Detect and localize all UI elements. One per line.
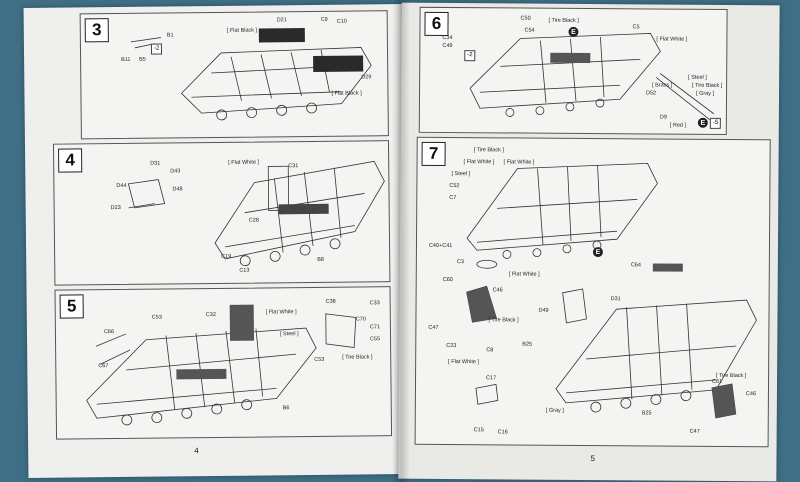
part-label: C71 xyxy=(369,324,381,331)
step-7-panel: 7 xyxy=(414,136,771,448)
part-label: C49 xyxy=(442,42,453,50)
part-label: B25 xyxy=(522,341,533,348)
part-label: C54 xyxy=(524,27,535,34)
paint-callout: [ Brass ] xyxy=(652,82,673,89)
paint-callout: [ Tire Black ] xyxy=(548,17,579,24)
paint-callout: [ Flat White ] xyxy=(448,359,480,366)
paint-callout: [ Tire Black ] xyxy=(716,372,747,380)
part-label: C34 xyxy=(442,34,453,42)
part-label: D23 xyxy=(110,204,121,212)
part-label: C46 xyxy=(745,391,757,398)
paint-callout: [ Gray ] xyxy=(696,90,715,97)
page-number: 5 xyxy=(590,454,595,464)
part-label: C13 xyxy=(239,267,250,274)
part-label: D21 xyxy=(276,17,287,24)
part-label: D29 xyxy=(361,74,372,81)
paint-callout: [ Flat White ] xyxy=(503,159,535,166)
part-label: B25 xyxy=(641,410,652,417)
paint-callout: [ Steel ] xyxy=(279,331,299,338)
part-label: C47 xyxy=(428,324,439,331)
part-label: C10 xyxy=(336,18,347,25)
part-label: D44 xyxy=(116,182,127,190)
book-spine-shadow xyxy=(392,0,410,482)
part-label: D52 xyxy=(646,90,657,97)
paint-callout: [ Flat White ] xyxy=(463,159,495,166)
part-label: C28 xyxy=(248,217,259,224)
part-label: C40+C41 xyxy=(428,242,453,250)
part-label: D31 xyxy=(150,160,161,167)
hull-drawing xyxy=(127,160,385,267)
paint-callout: [ Flat Black ] xyxy=(226,27,258,34)
hull-drawing xyxy=(469,33,715,121)
part-label: C19 xyxy=(221,253,232,260)
paint-callout: [ Tire Black ] xyxy=(342,354,373,361)
part-label: B8 xyxy=(317,256,324,263)
part-label: C5 xyxy=(632,24,640,31)
part-label: C60 xyxy=(442,276,453,284)
hull-drawing xyxy=(86,304,357,426)
reference-box: -2 xyxy=(464,50,476,62)
reference-box: -2 xyxy=(150,43,163,55)
step-5-panel: 5 C53 C66 C67 C32 B6 C38 C33 C70 xyxy=(54,286,393,440)
part-label: C53 xyxy=(151,314,162,321)
paint-callout: [ Tire Black ] xyxy=(692,82,723,89)
sub-assembly-badge: E xyxy=(568,26,579,37)
reference-box: -5 xyxy=(709,117,722,129)
hull-drawing xyxy=(466,162,757,419)
paint-callout: [ Flat White ] xyxy=(228,159,260,166)
paint-callout: [ Steel ] xyxy=(451,171,471,178)
right-page: 6 C34 C49 C50 C54 C5 D52 D9 [ Tire Black… xyxy=(398,2,780,482)
part-label: C7 xyxy=(449,195,457,202)
part-label: D43 xyxy=(170,168,181,175)
part-label: B5 xyxy=(139,56,146,63)
part-label: C52 xyxy=(449,183,460,190)
sub-assembly-badge: E xyxy=(592,247,603,258)
part-label: D31 xyxy=(610,296,621,303)
paint-callout: [ Steel ] xyxy=(688,74,707,81)
paint-callout: [ Tire Black ] xyxy=(488,317,519,324)
paint-callout: [ Tire Black ] xyxy=(473,147,504,154)
step-3-panel: 3 B1 B11 B5 D21 D29 C9 C10 [ Flat Bl xyxy=(79,10,389,140)
part-label: C66 xyxy=(103,329,115,336)
part-label: C3 xyxy=(456,259,464,266)
part-label: C17 xyxy=(486,375,497,382)
part-label: C15 xyxy=(473,427,484,434)
part-label: C70 xyxy=(355,316,366,323)
paint-callout: [ Flat White ] xyxy=(265,309,297,316)
paint-callout: [ Red ] xyxy=(669,122,687,129)
left-page: 3 B1 B11 B5 D21 D29 C9 C10 [ Flat Bl xyxy=(23,4,407,478)
part-label: D9 xyxy=(659,114,667,121)
part-label: C38 xyxy=(325,298,336,305)
part-label: C55 xyxy=(370,336,381,343)
part-label: C32 xyxy=(205,311,216,319)
part-label: C61 xyxy=(712,378,723,385)
paint-callout: [ Flat White ] xyxy=(656,36,688,43)
part-label: C64 xyxy=(630,262,641,269)
paint-callout: [ Flat White ] xyxy=(508,271,540,278)
part-label: C50 xyxy=(520,15,531,22)
part-label: C46 xyxy=(492,287,503,294)
part-label: C53 xyxy=(314,356,325,363)
part-label: D49 xyxy=(538,307,549,314)
part-label: C47 xyxy=(689,428,700,435)
part-label: B11 xyxy=(121,56,131,63)
hull-drawing xyxy=(130,28,372,121)
part-label: B1 xyxy=(166,32,174,39)
step-6-panel: 6 C34 C49 C50 C54 C5 D52 D9 [ Tire Black… xyxy=(418,6,728,135)
paint-callout: [ Gray ] xyxy=(545,407,564,414)
part-label: C8 xyxy=(486,347,494,354)
part-label: C23 xyxy=(446,343,457,350)
sub-assembly-badge: E xyxy=(697,117,708,128)
part-label: C67 xyxy=(98,363,109,370)
part-label: C9 xyxy=(320,16,328,23)
part-label: C31 xyxy=(288,163,299,170)
part-label: D48 xyxy=(172,186,183,193)
step-4-panel: 4 D31 D43 D44 D48 D23 C31 C28 C19 xyxy=(52,140,391,286)
page-number: 4 xyxy=(194,446,199,456)
part-label: C16 xyxy=(497,429,508,436)
paint-callout: [ Flat Black ] xyxy=(331,90,362,97)
part-label: C33 xyxy=(369,300,380,307)
part-label: B6 xyxy=(282,405,290,412)
